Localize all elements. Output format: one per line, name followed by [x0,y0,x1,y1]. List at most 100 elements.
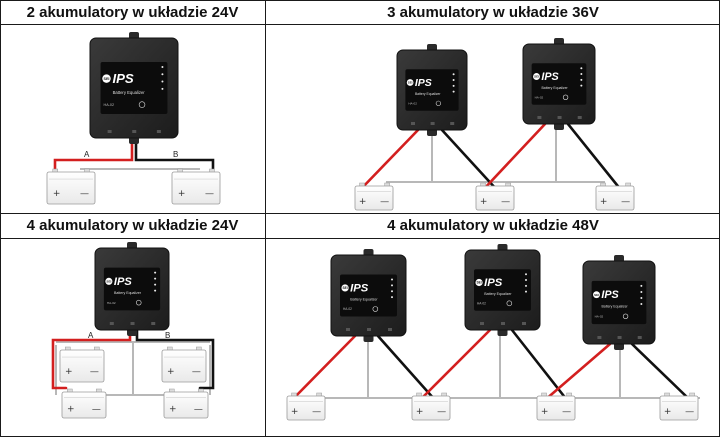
status-led-icon [161,80,164,83]
status-led-icon [391,296,393,299]
device-model: HA-02 [408,102,417,106]
battery: +— [595,182,635,211]
device-label-panel [340,274,397,317]
wire-negative-3 [630,342,692,402]
plus-sign: + [167,367,175,377]
terminal-stud [346,328,350,331]
battery: +— [61,388,107,419]
terminal-stud [577,116,582,119]
minus-sign: — [194,405,203,415]
title-divider-top-left [0,24,265,25]
device-model: HA-02 [477,302,486,306]
battery-body [163,391,209,419]
status-led-icon [580,73,583,76]
plus-sign: + [67,405,75,415]
plus-sign: + [480,197,488,207]
status-led-icon [525,290,527,293]
battery-body [46,171,96,205]
wire-b [134,138,215,176]
device-subtitle: Battery Equalizer [602,305,629,309]
status-led-icon [391,278,393,281]
gear-icon [136,299,142,306]
gear-icon [506,300,513,307]
device-label-panel [103,267,161,311]
status-led-icon [391,284,393,287]
plus-sign: + [600,197,608,207]
plus-sign: + [291,407,299,417]
battery: +— [475,182,515,211]
battery-body [171,171,221,205]
brand-small: SEI [408,81,413,85]
battery: +— [659,392,699,421]
wire-b [135,328,215,390]
brand-badge-icon [475,278,483,287]
terminal-stud [617,336,622,339]
battery-body [536,395,576,421]
minus-sign: — [312,407,321,417]
plus-sign: + [65,367,73,377]
terminal-stud [430,122,435,125]
device-subtitle: Battery Equalizer [484,292,512,296]
device-model: HA-02 [104,103,114,107]
device-label-panel [531,63,587,105]
brand-badge-icon [406,79,414,86]
battery-body [354,185,394,211]
status-led-icon [525,284,527,287]
plus-sign: + [359,197,367,207]
status-led-icon [154,277,157,280]
wire-a-label: A [88,331,94,340]
gear-icon [138,101,146,108]
device-subtitle: Battery Equalizer [415,92,441,96]
plus-sign: + [541,407,549,417]
terminal-stud [367,328,371,331]
battery-body [475,185,515,211]
device-logo: IPS [415,77,432,89]
device-label-panel [100,62,168,114]
status-led-icon [580,84,583,87]
battery-body [411,395,451,421]
wire-negative-1 [376,334,437,402]
status-led-icon [452,79,455,82]
battery: +— [163,388,209,419]
device-logo: IPS [114,276,132,288]
panel-title-2-batteries-24v: 2 akumulatory w układzie 24V [26,4,239,21]
device-label-panel [405,69,459,111]
terminal-stud [522,322,526,325]
status-led-icon [580,67,583,70]
device-subtitle: Battery Equalizer [350,298,378,302]
wire-b-label: B [165,331,170,340]
plus-sign: + [178,189,186,199]
title-divider-top-right [265,24,720,25]
minus-sign: — [90,367,99,377]
column-divider [265,0,266,437]
brand-badge-icon [105,277,113,285]
wire-a-label: A [84,150,90,159]
status-led-icon [640,290,643,293]
status-led-icon [640,297,643,300]
device-logo: IPS [350,283,369,295]
device-label-panel [474,269,531,311]
panel-title-4-batteries-24v: 4 akumulatory w układzie 24V [26,217,239,234]
device-subtitle: Battery Equalizer [114,291,142,295]
battery-body [286,395,326,421]
status-led-icon [154,283,157,286]
device-label-panel [591,280,647,325]
panel-title-4-batteries-48v: 4 akumulatory w układzie 48V [387,217,599,234]
status-led-icon [154,289,157,292]
status-led-icon [640,284,643,287]
device-logo: IPS [112,71,133,86]
device-subtitle: Battery Equalizer [113,90,146,95]
battery-body [61,391,107,419]
plus-sign: + [53,189,61,199]
battery: +— [171,168,221,205]
status-led-icon [525,273,527,276]
device-logo: IPS [541,71,559,83]
